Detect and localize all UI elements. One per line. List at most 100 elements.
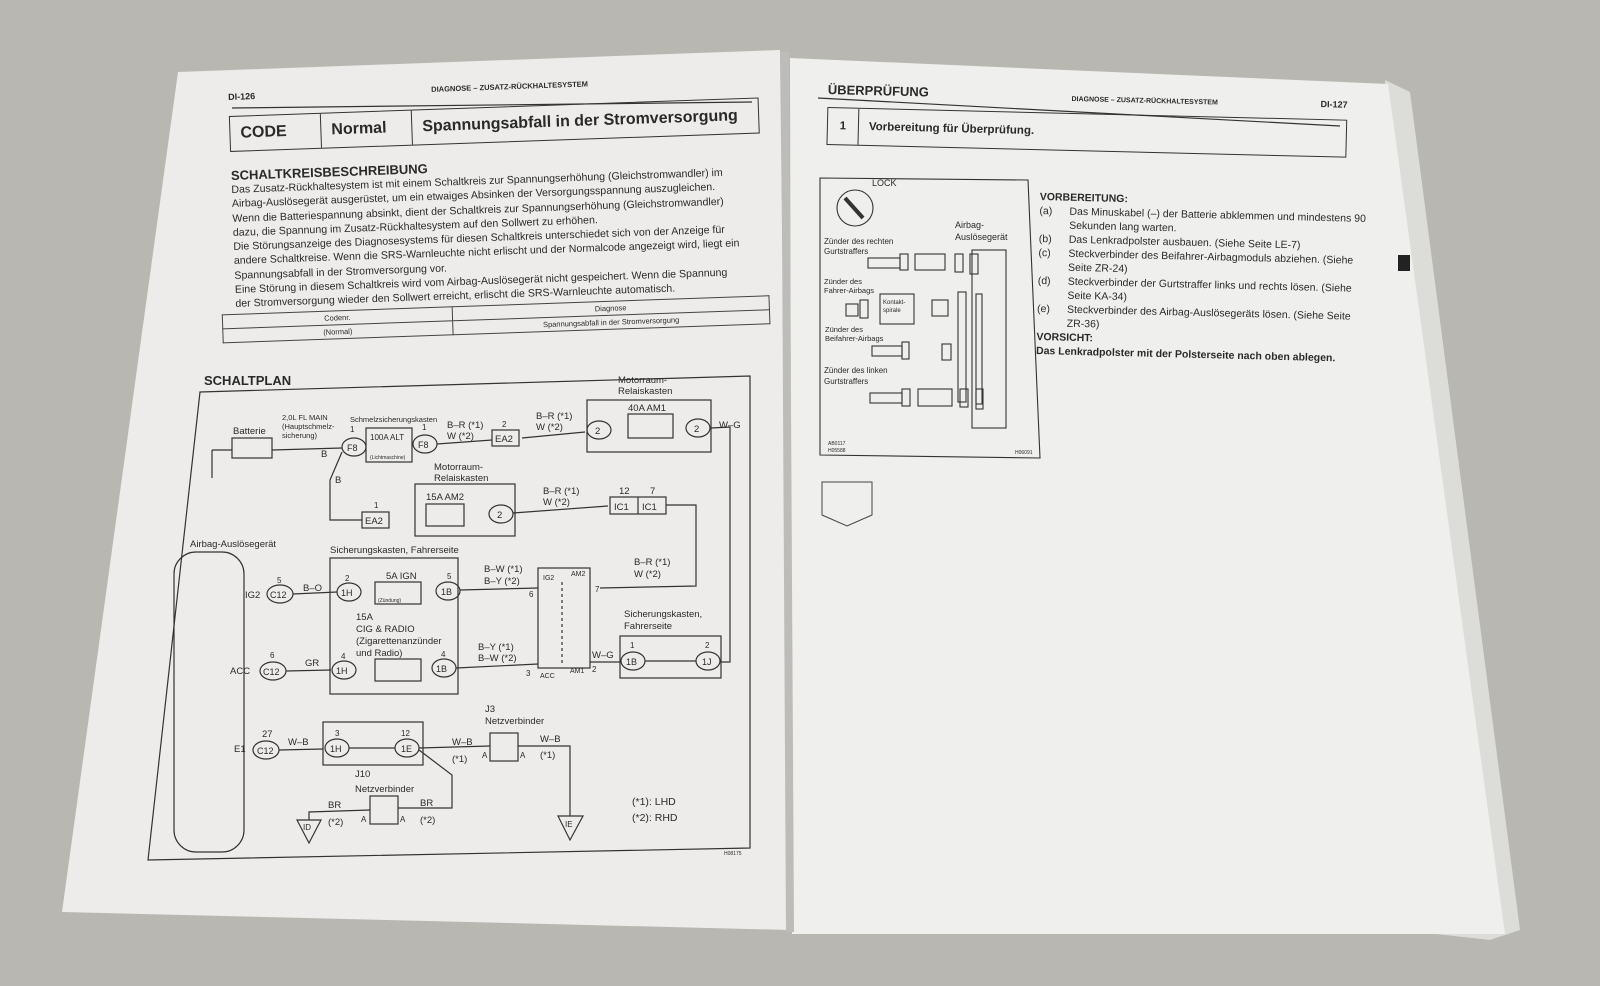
- wire: [436, 439, 493, 445]
- label-1e: 1E: [401, 744, 412, 754]
- label-pin: 27: [262, 729, 273, 740]
- label-pin: 1: [374, 501, 379, 510]
- label-pin: 2: [705, 641, 710, 650]
- legend-lhd: (*1): LHD: [632, 796, 676, 808]
- relay-box-am1: [586, 399, 712, 453]
- label-schmelz: Schmelzsicherungskasten: [350, 415, 437, 424]
- label-ic1: IC1: [642, 502, 657, 513]
- label-pin-a: A: [400, 815, 406, 824]
- label-by1: B–Y (*1): [478, 642, 514, 653]
- wire: [292, 591, 338, 595]
- item-key: (a): [1039, 204, 1053, 218]
- figure-code: H08175: [724, 851, 742, 857]
- wire: [278, 748, 324, 751]
- label-licht: (Lichtmaschine): [370, 455, 406, 461]
- label-c12: C12: [257, 746, 274, 756]
- step-title: Vorbereitung für Überprüfung.: [868, 121, 1035, 138]
- label-cig: CIG & RADIO: [356, 624, 415, 635]
- label-am2: AM2: [571, 571, 586, 578]
- label-pin: 1: [630, 641, 635, 650]
- ground-id: [296, 819, 322, 845]
- airbag-unit: [173, 551, 245, 853]
- item-key: (b): [1038, 232, 1052, 246]
- label-c12: C12: [263, 667, 280, 677]
- connector-2: [488, 504, 514, 524]
- legend-rhd: (*2): RHD: [632, 812, 678, 824]
- label-pin: 5: [277, 576, 282, 585]
- label-pin: 2: [497, 510, 502, 521]
- label-ig2: IG2: [543, 575, 554, 582]
- wire: [512, 505, 609, 514]
- label-bw2: B–W (*2): [478, 653, 517, 664]
- label-am1: 40A AM1: [628, 403, 666, 414]
- fuse-box-driver-side: [329, 557, 459, 695]
- label-cig: (Zigarettenanzünder: [356, 636, 442, 647]
- label-fuse-box: Fahrerseite: [624, 621, 672, 632]
- label-p1: (*1): [452, 754, 467, 765]
- left-header-rule: [231, 101, 753, 109]
- junction-netz: [369, 795, 399, 825]
- label-pin: 6: [529, 590, 534, 599]
- label-w2: W (*2): [447, 431, 474, 442]
- label-gr: GR: [305, 658, 319, 669]
- fuse-ign: [374, 581, 422, 605]
- label-pin: 7: [595, 585, 600, 594]
- page-number: DI-127: [1320, 99, 1348, 110]
- label-wire-b: B: [321, 449, 327, 460]
- label-airbag-unit: Airbag-Auslösegerät: [190, 539, 276, 550]
- label-br1: B–R (*1): [447, 420, 483, 431]
- label-pin: 5: [447, 572, 452, 581]
- label-netzverbinder: Netzverbinder: [485, 716, 544, 727]
- label-ground-ie: IE: [565, 820, 573, 829]
- connector-ea2: [491, 429, 520, 447]
- fuse-box-driver-side-2: [619, 635, 722, 679]
- step-number: 1: [827, 108, 860, 145]
- fuse-am2: [425, 503, 465, 527]
- relay-box-am2: [414, 483, 516, 537]
- connector-1h: [336, 582, 362, 602]
- wire: [599, 504, 697, 589]
- label-main-fuse: 2,0L FL MAIN: [282, 413, 328, 422]
- connector-2: [685, 418, 711, 438]
- label-wb: W–B: [540, 734, 561, 745]
- label-f8: F8: [347, 443, 358, 453]
- label-am2-fuse: 15A AM2: [426, 492, 464, 503]
- label-wb: W–B: [452, 737, 473, 748]
- label-wire-b: B: [335, 475, 341, 486]
- label-ig2: IG2: [245, 590, 260, 601]
- label-c12: C12: [270, 590, 287, 600]
- wire: [308, 809, 371, 820]
- fuse-am1: [627, 413, 674, 439]
- label-pin: 3: [335, 729, 340, 738]
- label-main-fuse: sicherung): [282, 431, 318, 440]
- item-key: (d): [1037, 274, 1051, 288]
- label-pin: 12: [619, 486, 630, 497]
- label-bo: B–O: [303, 583, 322, 594]
- label-relaiskasten: Relaiskasten: [434, 473, 488, 484]
- wire: [271, 447, 343, 451]
- label-pin: 2: [345, 574, 350, 583]
- connector-ea2: [361, 511, 390, 529]
- label-am1: AM1: [570, 668, 585, 675]
- label-ea2: EA2: [495, 434, 513, 445]
- label-ground-id: ID: [303, 823, 311, 832]
- label-w2: W (*2): [536, 422, 563, 433]
- label-wg: W–G: [592, 650, 614, 661]
- label-zuendung: (Zündung): [378, 598, 401, 604]
- wire: [459, 587, 539, 591]
- label-1b: 1B: [441, 587, 452, 597]
- label-p2: (*2): [328, 817, 343, 828]
- label-cig: 15A: [356, 612, 374, 623]
- label-1b: 1B: [626, 657, 637, 667]
- label-w2: W (*2): [634, 569, 661, 580]
- label-acc: ACC: [230, 666, 250, 677]
- item-key: (c): [1038, 246, 1051, 260]
- right-header-rule: [817, 97, 1341, 127]
- wire: [455, 663, 539, 669]
- label-br1: B–R (*1): [543, 486, 579, 497]
- label-1h: 1H: [330, 744, 342, 754]
- label-pin: 4: [441, 650, 446, 659]
- label-alt: 100A ALT: [370, 433, 404, 442]
- label-ic1: IC1: [614, 502, 629, 513]
